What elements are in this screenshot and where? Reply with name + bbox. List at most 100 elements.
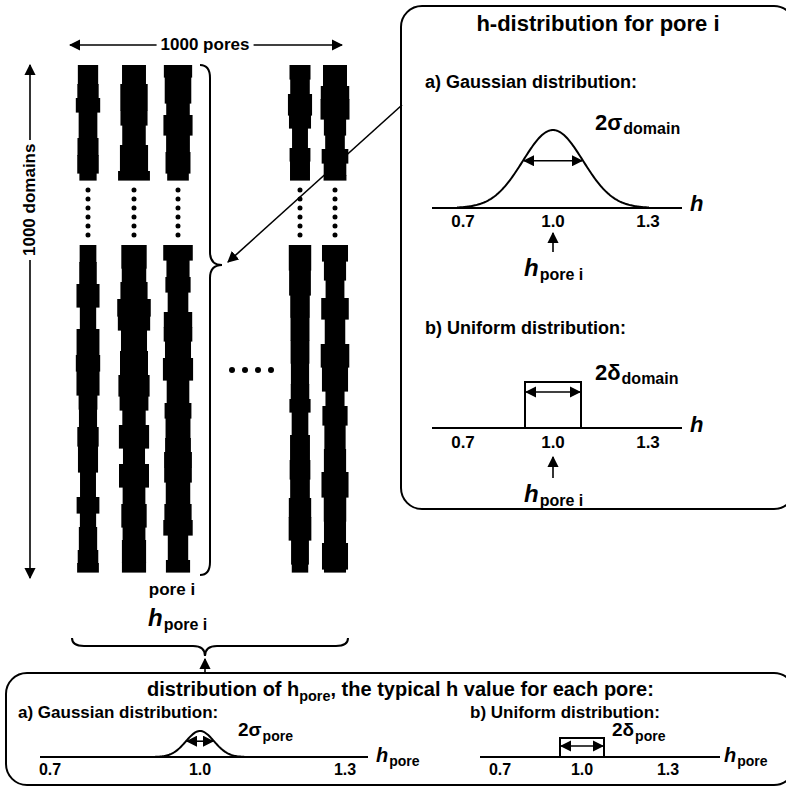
pore-domain xyxy=(165,77,192,104)
pore-domain xyxy=(321,472,348,498)
pore-domain xyxy=(166,103,190,116)
dotted-continuation xyxy=(86,190,91,238)
pore-domain xyxy=(120,110,147,126)
pore-domain xyxy=(76,284,99,308)
label: 1.3 xyxy=(636,212,660,232)
brace xyxy=(72,638,348,656)
pore-domain xyxy=(291,363,309,385)
label: h xyxy=(148,604,163,632)
pointer-arrow xyxy=(228,105,402,262)
pore-domain xyxy=(164,327,193,342)
pore-domain xyxy=(77,427,98,447)
pore-domain xyxy=(76,98,100,113)
pore-domain xyxy=(165,403,192,419)
pore-domain xyxy=(325,319,346,345)
label: 1.3 xyxy=(334,761,356,779)
pore-domain xyxy=(164,467,192,483)
pore-domain xyxy=(289,115,311,129)
label: 1.3 xyxy=(636,433,660,453)
panel-heading: h-distribution for pore i xyxy=(402,11,786,37)
pore-domain xyxy=(122,410,145,426)
pore-domain xyxy=(322,406,347,426)
subscript: pore i xyxy=(540,492,584,510)
label: h xyxy=(724,744,736,767)
pore-domain xyxy=(122,125,146,146)
axis xyxy=(432,207,682,209)
axis xyxy=(432,427,682,429)
pore-domain xyxy=(290,479,310,499)
label: h xyxy=(690,191,703,216)
width-arrow xyxy=(561,745,603,747)
ellipsis-dot xyxy=(229,367,235,373)
pore-domain xyxy=(164,452,192,468)
label: 2δ xyxy=(612,719,634,741)
pore-domain xyxy=(289,498,311,518)
pore-domain xyxy=(166,482,190,505)
pore-domain xyxy=(163,520,192,536)
pore-domain xyxy=(120,351,148,376)
pore-domain xyxy=(324,119,346,136)
pore-domain xyxy=(163,358,193,381)
pore-domain xyxy=(79,527,97,551)
pore-domain xyxy=(79,395,98,410)
pore-domain xyxy=(165,277,190,293)
pore-domain xyxy=(118,316,150,331)
ellipsis-dot xyxy=(242,367,248,373)
uniform-box xyxy=(525,382,581,428)
pore-domain xyxy=(79,112,98,139)
pore-domain xyxy=(290,161,310,181)
pore-domain xyxy=(166,152,191,174)
pore-domain xyxy=(120,282,147,300)
label: h xyxy=(524,480,539,508)
pore-domain xyxy=(164,312,192,328)
pore-domain xyxy=(122,65,146,85)
pore-domain xyxy=(166,560,190,573)
pore-domain xyxy=(163,245,193,261)
pore-domain xyxy=(77,563,99,573)
pore-domain xyxy=(164,504,191,521)
pore-domain xyxy=(289,65,310,80)
pore-domain xyxy=(165,438,191,453)
pore-domain xyxy=(80,307,96,330)
pore-domain xyxy=(322,543,348,570)
pore-domain xyxy=(117,299,151,317)
pore-domain xyxy=(122,268,146,283)
label: 1.3 xyxy=(657,761,679,779)
ellipsis-dot xyxy=(268,367,274,373)
label: 1.0 xyxy=(571,761,593,779)
label: 2σ xyxy=(595,110,622,135)
position-arrow xyxy=(552,457,554,478)
pore-domain xyxy=(80,245,97,263)
pore-domain xyxy=(118,375,149,397)
pore-domain xyxy=(325,391,344,407)
uniform-box xyxy=(560,738,604,757)
label: 0.7 xyxy=(451,433,475,453)
heading-text: , the typical h value for each pore: xyxy=(330,678,653,700)
ellipsis-dot xyxy=(255,367,261,373)
heading-text: h-distribution for pore i xyxy=(476,11,719,36)
dotted-continuation xyxy=(132,190,137,238)
pore-domain xyxy=(76,355,100,372)
pore-columns xyxy=(76,65,350,573)
pore-domain xyxy=(77,497,100,514)
pore-domain xyxy=(324,261,346,281)
pore-domain xyxy=(324,425,345,450)
pore-domain xyxy=(324,175,347,181)
subscript: pore i xyxy=(164,616,208,634)
pore-domain xyxy=(291,340,310,364)
pore-domain xyxy=(292,412,309,436)
pore-domain xyxy=(78,65,98,85)
pore-domain xyxy=(326,280,345,299)
pore-domain xyxy=(289,245,311,271)
gaussian-curve xyxy=(155,731,244,757)
pore-domain xyxy=(122,562,146,573)
label: 1000 domains xyxy=(20,140,40,260)
pore-domain xyxy=(321,86,349,100)
pore-domain xyxy=(168,535,188,561)
pore-domain xyxy=(122,540,146,563)
gaussian-curve xyxy=(457,130,649,208)
pore-domain xyxy=(288,94,312,116)
dotted-continuation xyxy=(176,190,181,238)
label: 0.7 xyxy=(451,212,475,232)
subscript: pore i xyxy=(540,266,584,284)
